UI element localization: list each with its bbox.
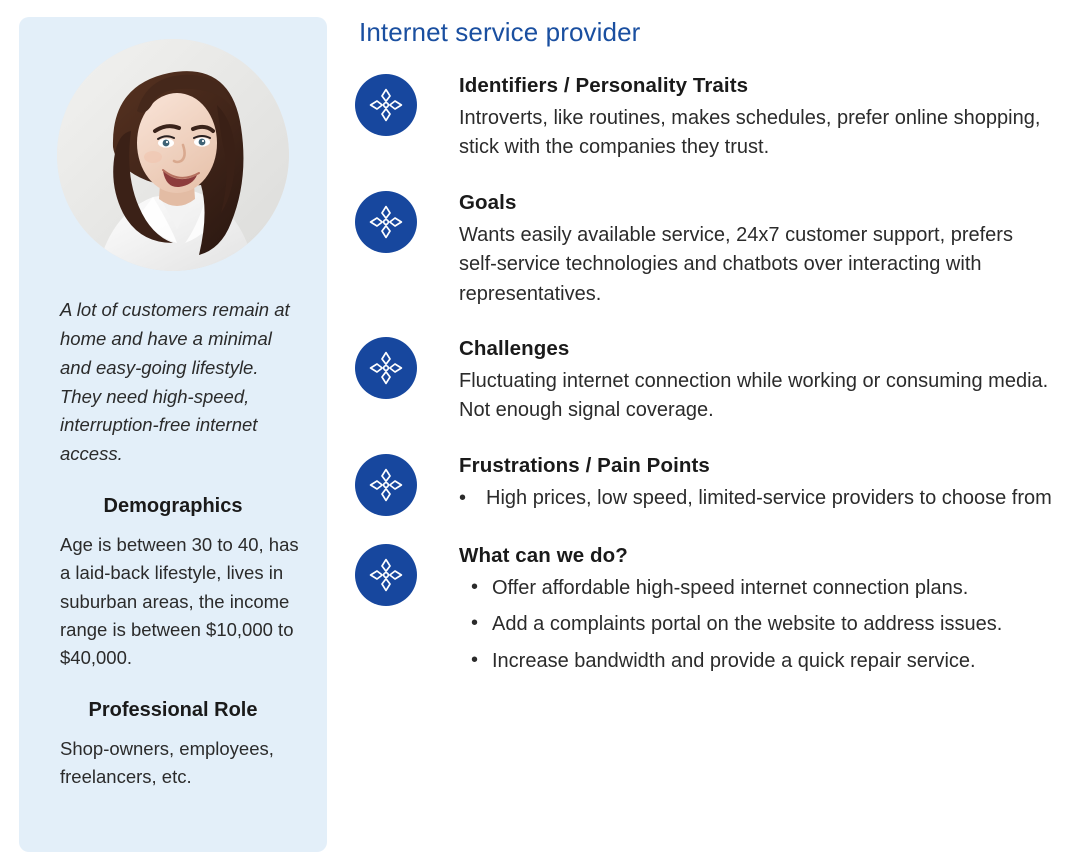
four-diamond-compass-icon bbox=[355, 336, 417, 399]
list-item: Add a complaints portal on the website t… bbox=[459, 609, 1055, 639]
section-challenges-text: Challenges Fluctuating internet connecti… bbox=[459, 335, 1055, 426]
section-frustrations: Frustrations / Pain Points • High prices,… bbox=[355, 452, 1055, 516]
section-goals-body: Wants easily available service, 24x7 cus… bbox=[459, 223, 1013, 305]
recommendations-list: Offer affordable high-speed internet con… bbox=[459, 573, 1055, 676]
persona-details: Internet service provider Identifiers / … bbox=[355, 17, 1055, 676]
page-title: Internet service provider bbox=[359, 17, 641, 47]
section-identifiers-body: Introverts, like routines, makes schedul… bbox=[459, 107, 1041, 159]
section-frustrations-text: Frustrations / Pain Points • High prices,… bbox=[459, 452, 1055, 513]
section-what-can-we-do-title: What can we do? bbox=[459, 543, 628, 567]
section-identifiers-title: Identifiers / Personality Traits bbox=[459, 74, 749, 97]
list-item: Increase bandwidth and provide a quick r… bbox=[459, 646, 1055, 676]
section-frustrations-title: Frustrations / Pain Points bbox=[459, 453, 710, 477]
section-identifiers-text: Identifiers / Personality Traits Introve… bbox=[459, 72, 1055, 163]
section-goals: Goals Wants easily available service, 24… bbox=[355, 189, 1055, 309]
four-diamond-compass-icon bbox=[355, 543, 417, 606]
section-challenges-body: Fluctuating internet connection while wo… bbox=[459, 369, 1049, 422]
four-diamond-compass-icon bbox=[355, 453, 417, 516]
avatar bbox=[57, 39, 289, 271]
section-frustrations-bullet-line: • High prices, low speed, limited-service… bbox=[459, 484, 1055, 513]
section-frustrations-body: High prices, low speed, limited-service … bbox=[486, 486, 1052, 509]
section-challenges-title: Challenges bbox=[459, 336, 570, 360]
list-item: Offer affordable high-speed internet con… bbox=[459, 573, 1055, 603]
demographics-body: Age is between 30 to 40, has a laid-back… bbox=[60, 534, 299, 669]
section-what-can-we-do: What can we do? Offer affordable high-sp… bbox=[355, 542, 1055, 676]
avatar-container bbox=[43, 39, 303, 271]
section-challenges: Challenges Fluctuating internet connecti… bbox=[355, 335, 1055, 426]
persona-summary-card: A lot of customers remain at home and ha… bbox=[19, 17, 327, 852]
section-what-can-we-do-text: What can we do? Offer affordable high-sp… bbox=[459, 542, 1055, 676]
section-goals-text: Goals Wants easily available service, 24… bbox=[459, 189, 1055, 309]
four-diamond-compass-icon bbox=[355, 190, 417, 253]
bullet-marker: • bbox=[459, 486, 467, 509]
persona-intro-text: A lot of customers remain at home and ha… bbox=[60, 299, 290, 465]
section-goals-title: Goals bbox=[459, 190, 517, 214]
professional-role-body: Shop-owners, employees, freelancers, etc… bbox=[60, 737, 274, 787]
professional-role-heading: Professional Role bbox=[88, 698, 258, 721]
section-identifiers: Identifiers / Personality Traits Introve… bbox=[355, 72, 1055, 163]
four-diamond-compass-icon bbox=[355, 74, 417, 136]
demographics-heading: Demographics bbox=[103, 495, 243, 518]
